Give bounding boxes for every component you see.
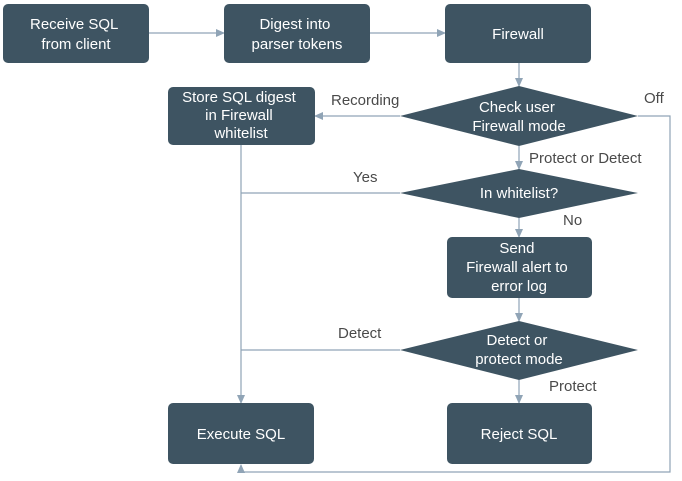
svg-text:Store SQL digest in Fir: Store SQL digest in Firewall whitelist bbox=[182, 89, 300, 142]
node-firewall-line-1: Firewall bbox=[492, 26, 544, 43]
node-digest-line-2: parser tokens bbox=[252, 36, 343, 53]
node-in-whitelist-line-1: In whitelist? bbox=[480, 185, 558, 202]
node-send-alert-line-2: Firewall alert to bbox=[466, 259, 568, 276]
node-store-digest-line-1: Store SQL digest bbox=[182, 89, 297, 106]
node-send-alert-line-3: error log bbox=[491, 278, 547, 295]
node-receive-sql: Receive SQL from client bbox=[3, 4, 149, 63]
node-send-alert-line-1: Send bbox=[499, 240, 534, 257]
node-store-digest: Store SQL digest in Firewall whitelist bbox=[168, 87, 315, 145]
node-check-mode-line-1: Check user bbox=[479, 99, 555, 116]
svg-text:Check user Firewall mode: Check user Firewall mode bbox=[472, 99, 565, 135]
node-check-mode-line-2: Firewall mode bbox=[472, 118, 565, 135]
node-in-whitelist: In whitelist? bbox=[400, 169, 638, 218]
svg-text:Execute SQL: Execute SQL bbox=[197, 426, 285, 443]
node-receive-sql-line-2: from client bbox=[41, 36, 111, 53]
node-firewall: Firewall bbox=[445, 4, 591, 63]
svg-text:Reject SQL: Reject SQL bbox=[481, 426, 558, 443]
edge-label-protect: Protect bbox=[549, 378, 597, 395]
svg-text:Receive SQL from client: Receive SQL from client bbox=[30, 16, 122, 53]
edge-labels: Recording Off Protect or Detect Yes No D… bbox=[331, 90, 665, 395]
edge-label-yes: Yes bbox=[353, 169, 377, 186]
edge-label-recording: Recording bbox=[331, 92, 399, 109]
node-digest-line-1: Digest into bbox=[259, 16, 330, 33]
node-receive-sql-line-1: Receive SQL bbox=[30, 16, 118, 33]
edge-label-detect: Detect bbox=[338, 325, 382, 342]
svg-text:Digest into parser token: Digest into parser tokens bbox=[252, 16, 343, 53]
node-send-alert: Send Firewall alert to error log bbox=[447, 237, 592, 298]
node-reject-sql: Reject SQL bbox=[447, 403, 592, 464]
node-detect-or-protect-line-1: Detect or bbox=[486, 332, 547, 349]
node-detect-or-protect-line-2: protect mode bbox=[475, 351, 563, 368]
edge-check-off-to-execute bbox=[237, 115, 671, 473]
edges bbox=[149, 29, 671, 473]
svg-text:Detect or protect mode: Detect or protect mode bbox=[475, 332, 563, 368]
svg-text:In whitelist?: In whitelist? bbox=[480, 185, 558, 202]
edge-label-no: No bbox=[563, 212, 582, 229]
node-store-digest-line-3: whitelist bbox=[213, 125, 268, 142]
node-reject-sql-line-1: Reject SQL bbox=[481, 426, 558, 443]
node-execute-sql-line-1: Execute SQL bbox=[197, 426, 285, 443]
node-detect-or-protect: Detect or protect mode bbox=[400, 321, 638, 380]
edge-label-protect-or-detect: Protect or Detect bbox=[529, 150, 642, 167]
node-store-digest-line-2: in Firewall bbox=[205, 107, 273, 124]
node-execute-sql: Execute SQL bbox=[168, 403, 314, 464]
node-check-mode: Check user Firewall mode bbox=[400, 86, 638, 146]
node-digest: Digest into parser tokens bbox=[224, 4, 370, 63]
svg-text:Firewall: Firewall bbox=[492, 26, 544, 43]
edge-label-off: Off bbox=[644, 90, 665, 107]
svg-text:Send Firewall alert to: Send Firewall alert to error log bbox=[466, 240, 572, 295]
